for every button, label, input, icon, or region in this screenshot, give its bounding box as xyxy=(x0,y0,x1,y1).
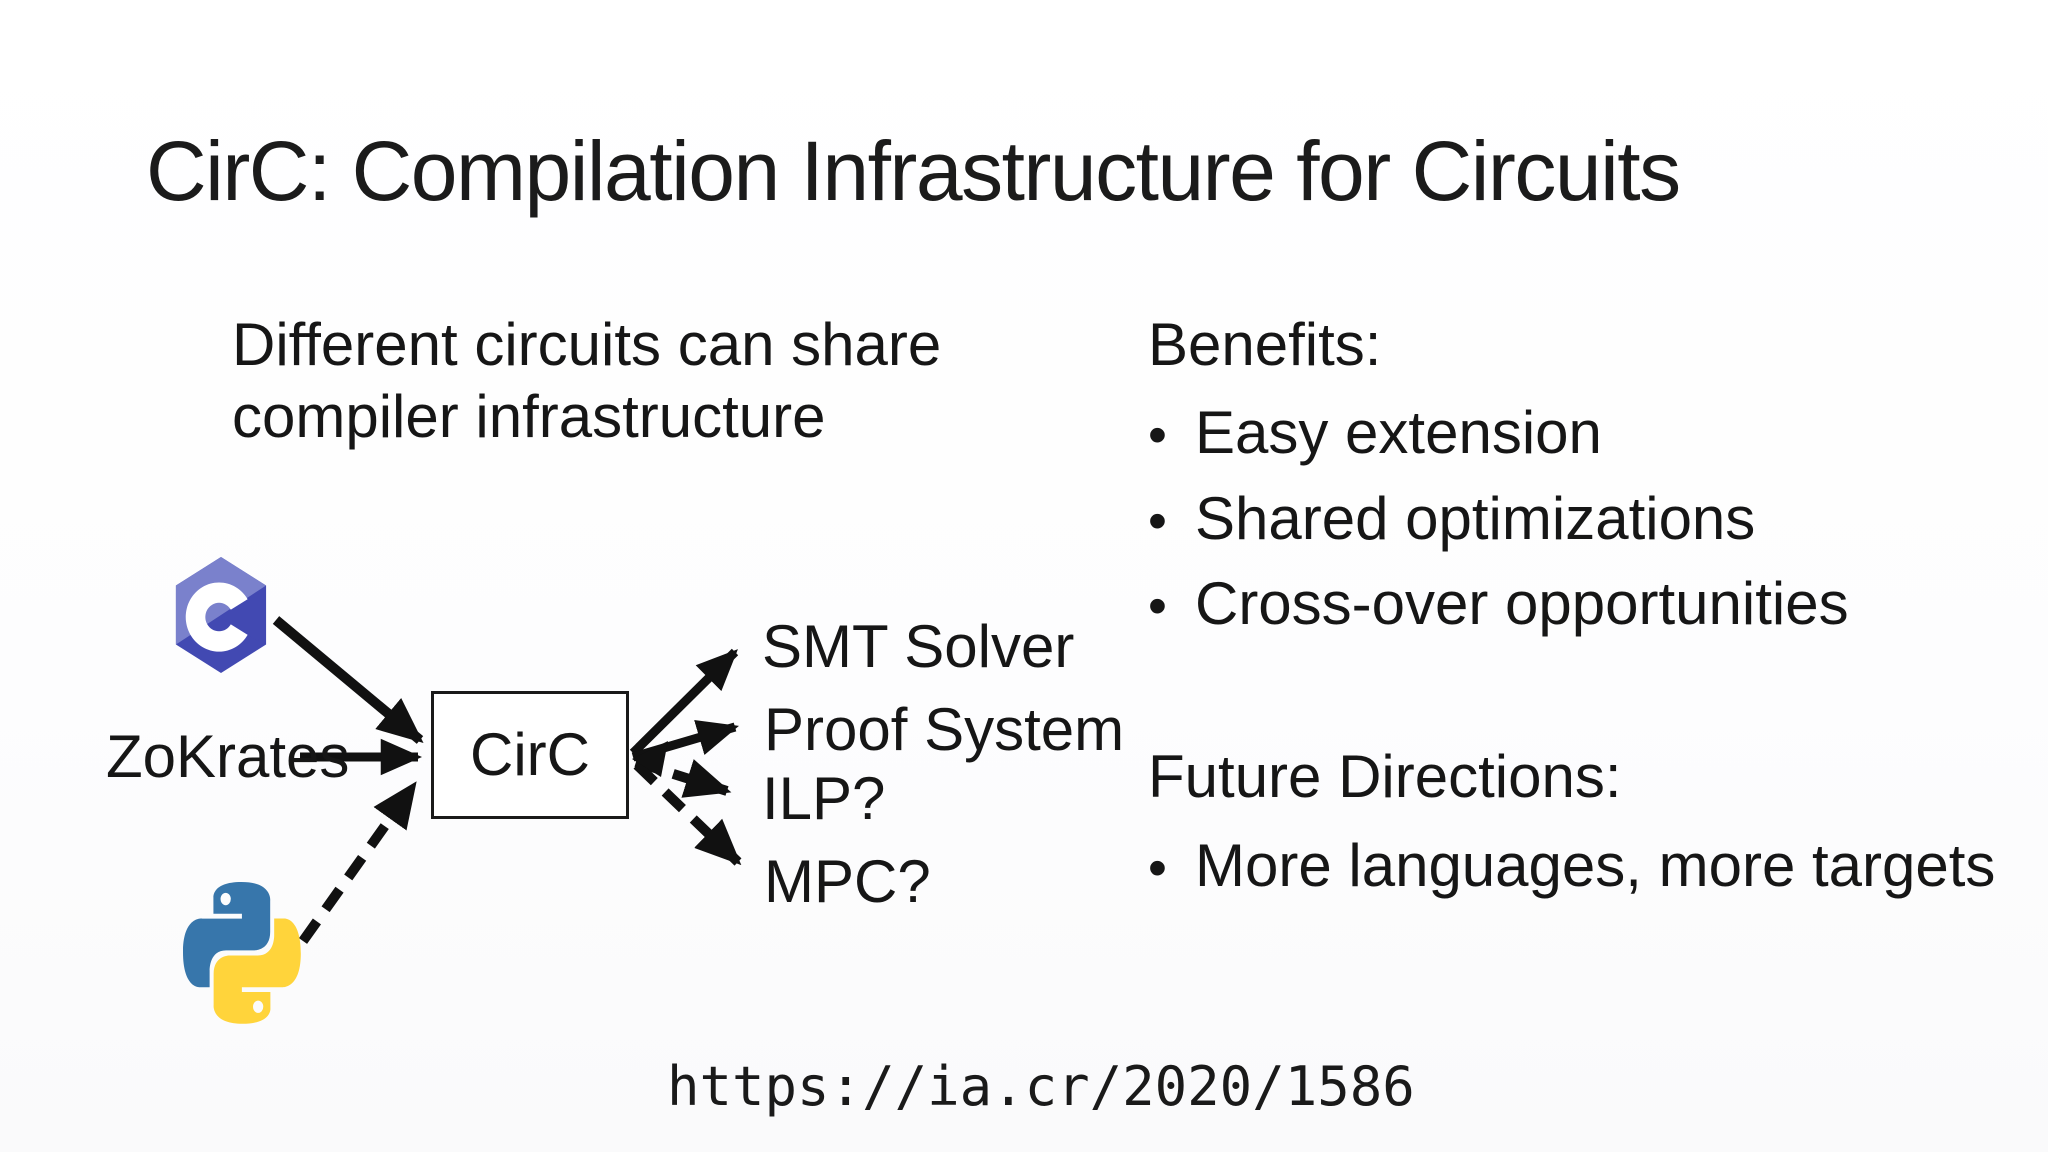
paper-url-link[interactable]: https://ia.cr/2020/1586 xyxy=(667,1055,1415,1118)
target-ilp: ILP? xyxy=(762,765,886,832)
arrow-python-to-circ-dashed xyxy=(298,781,419,944)
benefit-item-label: Shared optimizations xyxy=(1195,485,1756,552)
subtitle-line-1: Different circuits can share xyxy=(232,311,942,378)
bullet-icon: • xyxy=(1148,405,1167,465)
circ-node-box: CirC xyxy=(431,691,629,819)
target-mpc: MPC? xyxy=(764,848,931,915)
arrow-circ-to-smt xyxy=(629,648,739,757)
python-icon xyxy=(183,882,301,1024)
benefit-item: • Cross-over opportunities xyxy=(1148,574,1849,634)
arrow-circ-to-mpc-dashed xyxy=(633,761,742,866)
benefit-item: • Easy extension xyxy=(1148,403,1602,463)
arrow-circ-to-ilp-dashed xyxy=(634,757,732,798)
benefit-item: • Shared optimizations xyxy=(1148,489,1755,549)
future-direction-item-label: More languages, more targets xyxy=(1195,832,1996,899)
benefits-heading: Benefits: xyxy=(1148,311,1382,378)
bullet-icon: • xyxy=(1148,838,1167,898)
arrow-circ-to-proof xyxy=(631,720,739,762)
bullet-icon: • xyxy=(1148,491,1167,551)
bullet-icon: • xyxy=(1148,576,1167,636)
circ-node-label: CirC xyxy=(470,721,590,788)
benefit-item-label: Easy extension xyxy=(1195,399,1602,466)
future-direction-item: • More languages, more targets xyxy=(1148,836,1995,896)
c-language-icon xyxy=(175,557,267,673)
slide-title: CirC: Compilation Infrastructure for Cir… xyxy=(146,124,1681,218)
future-directions-heading: Future Directions: xyxy=(1148,743,1622,810)
subtitle-line-2: compiler infrastructure xyxy=(232,383,826,450)
benefit-item-label: Cross-over opportunities xyxy=(1195,570,1849,637)
arrowhead-into-circ xyxy=(632,741,668,777)
arrow-c-to-circ xyxy=(272,616,424,744)
target-smt-solver: SMT Solver xyxy=(762,613,1075,680)
target-proof-system: Proof System xyxy=(764,696,1125,763)
zokrates-label: ZoKrates xyxy=(106,723,350,790)
